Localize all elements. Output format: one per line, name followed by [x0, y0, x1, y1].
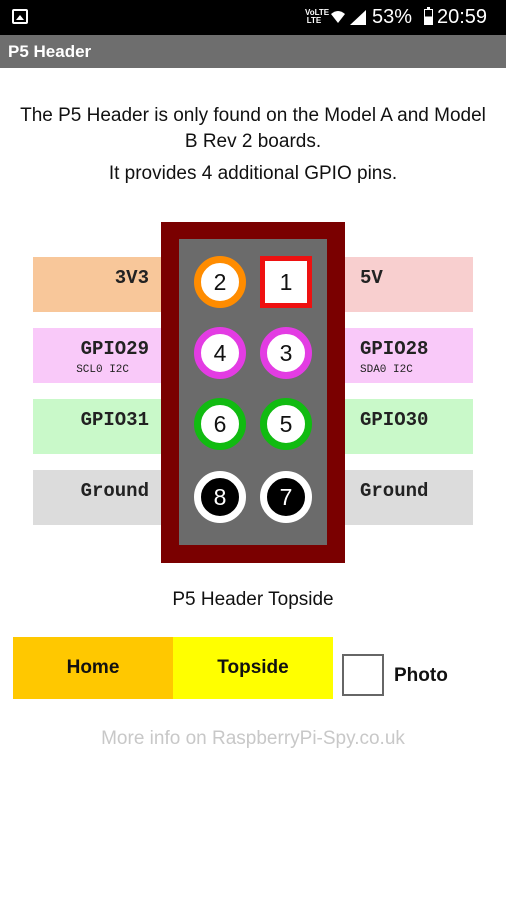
app-bar: P5 Header	[0, 35, 506, 68]
pin-label-name: Ground	[360, 480, 429, 502]
wifi-icon	[331, 11, 345, 23]
pin-label-function: SCL0 I2C	[76, 364, 129, 376]
photo-checkbox[interactable]	[342, 654, 384, 696]
pin-4[interactable]: 4	[194, 327, 246, 379]
volte-lte-indicator: VoLTE LTE	[305, 8, 330, 25]
pin-label-gpio31: GPIO31	[33, 399, 163, 454]
signal-icon	[350, 10, 366, 25]
pin-3[interactable]: 3	[260, 327, 312, 379]
gallery-icon	[12, 9, 28, 24]
pin-1[interactable]: 1	[260, 256, 312, 308]
pin-label-name: GPIO30	[360, 409, 429, 431]
pin-label-3v3: 3V3	[33, 257, 163, 312]
pin-7[interactable]: 7	[260, 471, 312, 523]
photo-checkbox-label[interactable]: Photo	[394, 665, 448, 686]
pin-label-name: 3V3	[114, 267, 149, 289]
pin-label-gpio30: GPIO30	[345, 399, 473, 454]
pin-label-function: SDA0 I2C	[360, 364, 413, 376]
pin-label-name: Ground	[80, 480, 149, 502]
status-bar: VoLTE LTE 53% 20:59	[0, 0, 506, 35]
pin-label-name: GPIO28	[360, 338, 429, 360]
pin-label-name: GPIO29	[80, 338, 149, 360]
pin-8[interactable]: 8	[194, 471, 246, 523]
diagram-caption: P5 Header Topside	[172, 589, 334, 610]
home-button[interactable]: Home	[13, 637, 173, 699]
pin-label-gpio29: GPIO29 SCL0 I2C	[33, 328, 163, 383]
pin-label-name: GPIO31	[80, 409, 149, 431]
more-info-link[interactable]: More info on RaspberryPi-Spy.co.uk	[101, 728, 405, 749]
pin-label-gpio28: GPIO28 SDA0 I2C	[345, 328, 473, 383]
pin-label-ground-left: Ground	[33, 470, 163, 525]
battery-percent: 53%	[372, 6, 413, 28]
pin-label-name: 5V	[360, 267, 383, 289]
intro-text-gpio: It provides 4 additional GPIO pins.	[108, 163, 398, 184]
pin-5[interactable]: 5	[260, 398, 312, 450]
battery-icon	[424, 7, 433, 25]
topside-button[interactable]: Topside	[173, 637, 333, 699]
app-title: P5 Header	[8, 42, 92, 61]
clock: 20:59	[437, 6, 488, 28]
pin-label-ground-right: Ground	[345, 470, 473, 525]
pin-6[interactable]: 6	[194, 398, 246, 450]
pin-label-5v: 5V	[345, 257, 473, 312]
pin-2[interactable]: 2	[194, 256, 246, 308]
intro-text: The P5 Header is only found on the Model…	[20, 105, 486, 152]
